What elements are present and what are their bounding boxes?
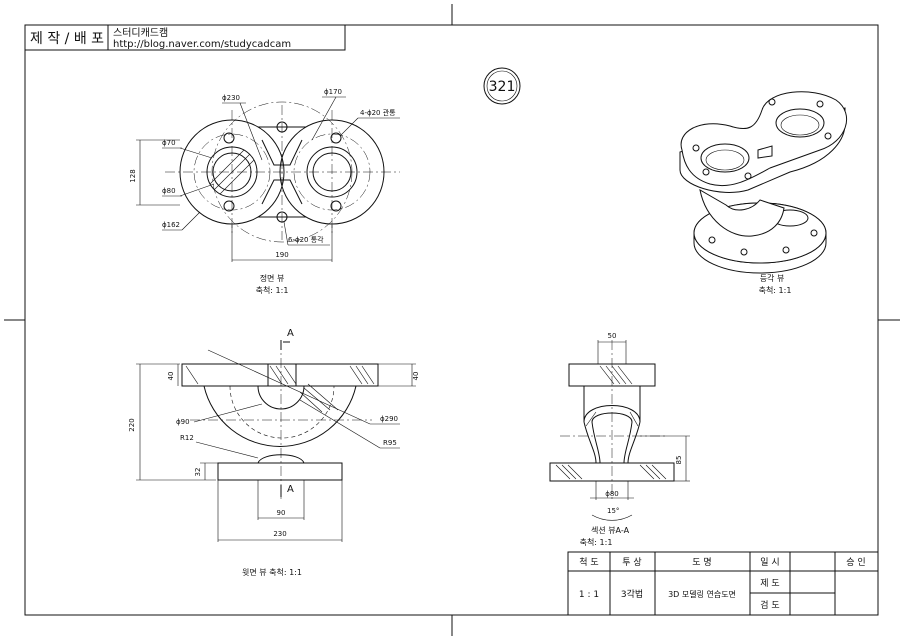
tb-header-projection: 투 상 [622,557,641,568]
dim-230: 230 [273,530,286,538]
tb-header-approval: 승 인 [846,557,865,568]
dim-d162: ϕ162 [162,221,180,229]
tb-header-scale: 척 도 [579,557,598,568]
tb-scale-value: 1 : 1 [579,590,599,600]
section-view-caption: 섹션 뷰A-A [591,525,630,535]
sheet-frame [4,4,900,636]
top-view: 128 190 ϕ230 ϕ170 4-ϕ20 관통 ϕ70 ϕ80 ϕ162 … [129,88,400,295]
section-view-scale: 축척: 1:1 [580,538,613,547]
tb-header-date: 일 시 [760,557,779,568]
title-block: 척 도 투 상 도 명 일 시 승 인 1 : 1 3각법 3D 모델링 연습도… [567,551,879,616]
section-mark-top: A [287,328,294,339]
dim-85: 85 [675,456,683,465]
dim-r95: R95 [383,439,397,447]
producer-brand: 스터디캐드캠 [113,27,168,39]
dim-d70: ϕ70 [162,139,176,147]
iso-view-scale: 축척: 1:1 [759,286,792,295]
dim-50: 50 [608,332,617,340]
dim-32: 32 [194,468,202,477]
dim-d80: ϕ80 [162,187,176,195]
front-view-caption: 윗면 뷰 축척: 1:1 [242,567,302,577]
dim-40-left: 40 [167,372,175,381]
producer-label: 제 작 / 배 포 [30,31,104,47]
dim-6-holes: 6-ϕ20 통각 [288,236,324,244]
producer-url[interactable]: http://blog.naver.com/studycadcam [113,39,291,50]
tb-header-name: 도 명 [692,557,711,568]
dim-r12: R12 [180,434,194,442]
dim-220: 220 [128,418,136,431]
top-view-scale: 축척: 1:1 [256,286,289,295]
dim-d290: ϕ290 [380,415,398,423]
dim-90: 90 [277,509,286,517]
tb-projection-value: 3각법 [621,588,643,600]
top-view-caption: 정면 뷰 [260,273,285,283]
dim-d170: ϕ170 [324,88,342,96]
dim-d80-section: ϕ80 [605,490,619,498]
section-mark-bottom: A [287,484,294,495]
front-view: A A 220 40 40 32 ϕ90 ϕ290 R12 R95 [128,328,420,577]
dim-d90: ϕ90 [176,418,190,426]
producer-box: 제 작 / 배 포 스터디캐드캠 http://blog.naver.com/s… [24,24,346,51]
iso-view-caption: 등각 뷰 [760,273,785,283]
dim-40-right: 40 [412,372,420,381]
drawing-number: 321 [489,79,516,95]
dim-4-holes: 4-ϕ20 관통 [360,108,396,117]
tb-name-value: 3D 모델링 연습도면 [668,589,736,599]
isometric-view: 등각 뷰 축척: 1:1 [679,91,847,295]
dim-15deg: 15° [607,507,619,515]
tb-drawn-label: 제 도 [760,578,779,589]
drawing-number-badge: 321 [483,67,521,105]
tb-checked-label: 검 도 [760,599,779,611]
dim-d230: ϕ230 [222,94,240,102]
dim-128: 128 [129,169,137,182]
section-view: 50 85 ϕ80 15° 섹션 뷰A-A 축척: 1:1 [549,332,690,547]
dim-190: 190 [275,251,288,259]
